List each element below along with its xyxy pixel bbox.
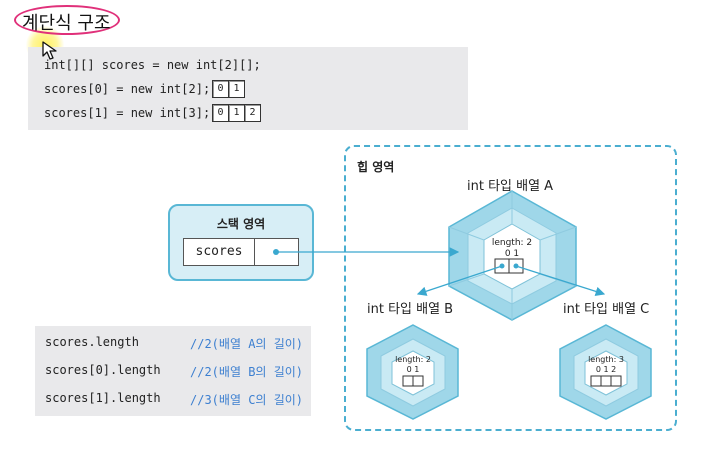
length-code-block: scores.length //2(배열 A의 길이) scores[0].le… — [35, 326, 311, 416]
array-c-indices: 0 1 2 — [596, 365, 616, 374]
length-comment-2: //2(배열 B의 길이) — [190, 365, 303, 379]
title-highlight-oval — [14, 5, 120, 35]
heap-area-panel — [344, 145, 677, 431]
length-expr-2: scores[0].length — [45, 363, 161, 377]
array-b-hexagon: length: 2 0 1 — [366, 324, 459, 420]
array-c-hexagon: length: 3 0 1 2 — [559, 324, 652, 420]
row1-cells: 0 1 2 — [212, 104, 261, 122]
heap-area-title: 힙 영역 — [357, 160, 395, 174]
reference-arrows — [273, 247, 606, 297]
array-a-length: length: 2 — [492, 238, 532, 248]
code-line-1: int[][] scores = new int[2][]; — [44, 58, 261, 72]
cell: 2 — [244, 104, 261, 122]
array-b-length: length: 2 — [395, 355, 431, 364]
cell: 1 — [228, 80, 245, 98]
row0-cells: 0 1 — [212, 80, 245, 98]
code-line-2: scores[0] = new int[2]; — [44, 82, 211, 96]
array-a-label: int 타입 배열 A — [467, 179, 554, 194]
length-expr-3: scores[1].length — [45, 391, 161, 405]
array-b-label: int 타입 배열 B — [367, 302, 454, 317]
code-line-3: scores[1] = new int[3]; — [44, 106, 211, 120]
length-comment-3: //3(배열 C의 길이) — [190, 393, 303, 407]
array-c-label: int 타입 배열 C — [563, 302, 650, 317]
scores-variable-name: scores — [184, 239, 255, 265]
length-comment-1: //2(배열 A의 길이) — [190, 337, 303, 351]
length-expr-1: scores.length — [45, 335, 139, 349]
hand-cursor-icon — [42, 41, 57, 60]
array-a-hexagon: length: 2 0 1 — [448, 190, 577, 321]
stack-area-title: 스택 영역 — [216, 217, 266, 231]
array-a-indices: 0 1 — [505, 249, 519, 259]
page-title: 계단식 구조 — [22, 13, 111, 34]
array-b-indices: 0 1 — [407, 365, 420, 374]
code-block: int[][] scores = new int[2][]; scores[0]… — [28, 47, 468, 130]
array-c-length: length: 3 — [588, 355, 624, 364]
